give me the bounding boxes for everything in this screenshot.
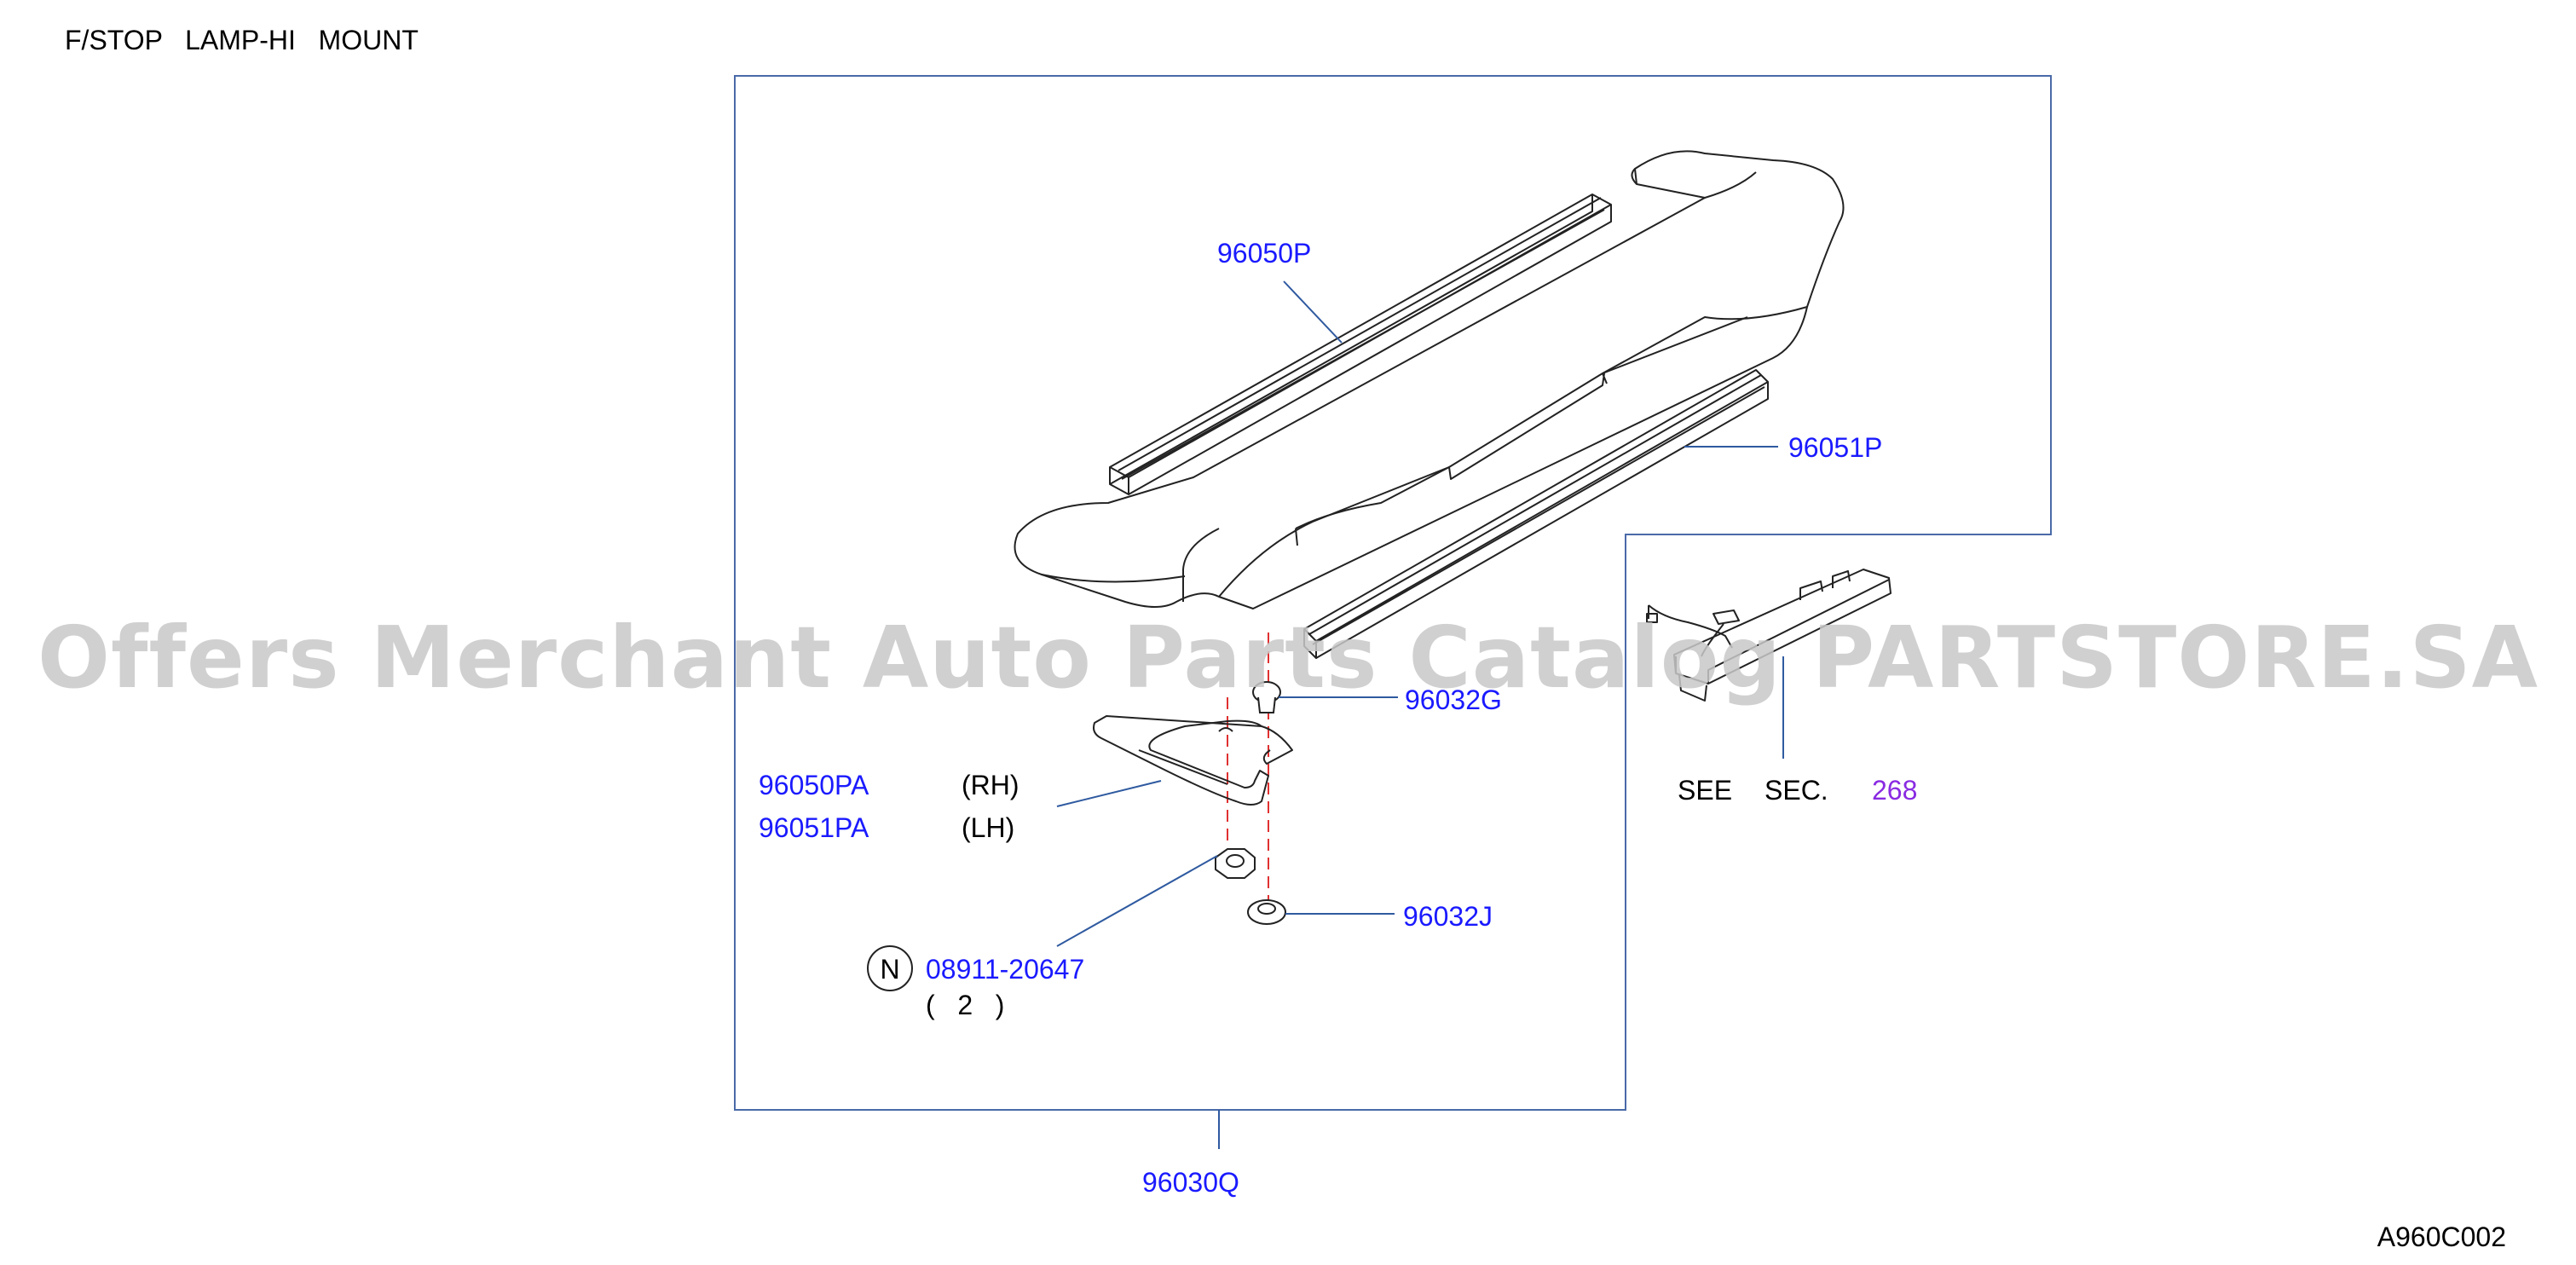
clip-96032G [1252, 681, 1281, 713]
label-96051P[interactable]: 96051P [1788, 432, 1882, 463]
assembly-frame [734, 75, 2052, 1111]
label-96051PA[interactable]: 96051PA [759, 812, 869, 843]
grommet-96032J [1247, 899, 1286, 925]
label-lh: (LH) [962, 812, 1014, 843]
diagram-code: A960C002 [2377, 1222, 2506, 1252]
mounting-bracket [1093, 715, 1293, 806]
label-08911-20647[interactable]: 08911-20647 [926, 954, 1084, 985]
n-mark-circle [867, 945, 913, 991]
nut-08911 [1215, 848, 1256, 879]
leader-lines [1056, 280, 1784, 947]
section-ref-number[interactable]: 268 [1872, 775, 1917, 806]
label-quantity: ( 2 ) [926, 990, 1004, 1020]
section-ref-see: SEE [1678, 775, 1732, 806]
diagram-title: F/STOP LAMP-HI MOUNT [65, 25, 419, 55]
label-96032G[interactable]: 96032G [1405, 684, 1502, 715]
upper-seal-strip [1109, 194, 1612, 495]
lower-seal-strip [1303, 369, 1769, 659]
n-mark: N [880, 954, 899, 985]
high-mount-lamp-drawing [1646, 569, 1892, 702]
label-rh: (RH) [962, 770, 1019, 800]
label-96032J[interactable]: 96032J [1403, 901, 1493, 932]
watermark: Offers Merchant Auto Parts Catalog PARTS… [38, 608, 2538, 708]
section-ref-sec: SEC. [1765, 775, 1828, 806]
label-96050PA[interactable]: 96050PA [759, 770, 869, 800]
label-96050P[interactable]: 96050P [1217, 238, 1311, 269]
label-96030Q[interactable]: 96030Q [1142, 1167, 1239, 1198]
lamp-cover-drawing [1014, 150, 1845, 609]
